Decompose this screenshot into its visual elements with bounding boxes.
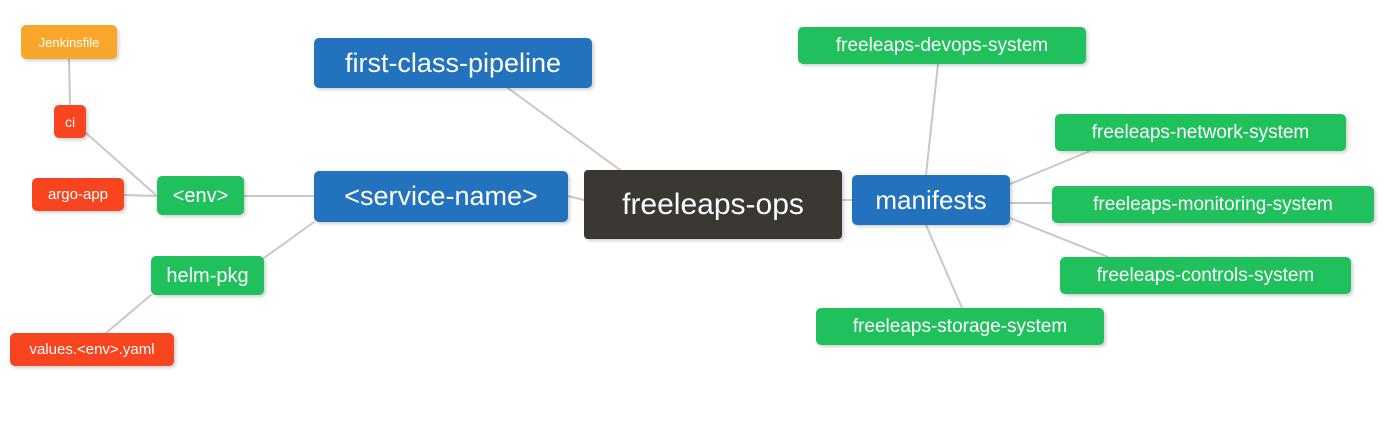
node-label: freeleaps-controls-system xyxy=(1096,265,1315,286)
node-helm-pkg[interactable]: helm-pkg xyxy=(151,256,264,295)
node-label: freeleaps-devops-system xyxy=(835,35,1049,56)
node-label: argo-app xyxy=(47,186,109,203)
node-argo-app[interactable]: argo-app xyxy=(32,178,124,211)
edge-argo-app-to-env xyxy=(123,194,158,197)
node-freeleaps-storage-system[interactable]: freeleaps-storage-system xyxy=(816,308,1104,345)
edge-manifests-to-freeleaps-network-system xyxy=(1009,150,1091,185)
node-freeleaps-monitoring-system[interactable]: freeleaps-monitoring-system xyxy=(1052,186,1374,223)
node-label: Jenkinsfile xyxy=(38,34,100,50)
edge-service-name-to-freeleaps-ops xyxy=(567,195,585,201)
node-env[interactable]: <env> xyxy=(157,176,244,215)
node-label: helm-pkg xyxy=(166,264,249,287)
node-service-name[interactable]: <service-name> xyxy=(314,171,568,222)
edge-first-class-pipeline-to-freeleaps-ops xyxy=(507,87,621,171)
node-label: first-class-pipeline xyxy=(344,47,562,78)
node-label: freeleaps-ops xyxy=(622,187,804,221)
node-label: <env> xyxy=(172,184,229,207)
node-label: values.<env>.yaml xyxy=(29,341,155,358)
edge-manifests-to-freeleaps-storage-system xyxy=(925,224,963,309)
node-values-yaml[interactable]: values.<env>.yaml xyxy=(10,333,174,366)
edge-freeleaps-devops-system-to-manifests xyxy=(925,63,939,176)
node-label: freeleaps-network-system xyxy=(1091,122,1310,143)
node-freeleaps-devops-system[interactable]: freeleaps-devops-system xyxy=(798,27,1086,64)
node-label: <service-name> xyxy=(344,181,538,211)
edge-manifests-to-freeleaps-controls-system xyxy=(1009,217,1109,258)
edge-jenkinsfile-to-ci xyxy=(68,58,71,106)
node-manifests[interactable]: manifests xyxy=(852,175,1010,225)
node-label: freeleaps-monitoring-system xyxy=(1093,194,1333,215)
node-freeleaps-ops[interactable]: freeleaps-ops xyxy=(584,170,842,239)
node-ci[interactable]: ci xyxy=(54,105,86,138)
edge-service-name-to-helm-pkg xyxy=(263,221,315,259)
node-label: ci xyxy=(64,113,76,130)
node-label: manifests xyxy=(875,185,987,215)
node-first-class-pipeline[interactable]: first-class-pipeline xyxy=(314,38,592,88)
node-jenkinsfile[interactable]: Jenkinsfile xyxy=(21,25,117,59)
node-freeleaps-controls-system[interactable]: freeleaps-controls-system xyxy=(1060,257,1351,294)
node-freeleaps-network-system[interactable]: freeleaps-network-system xyxy=(1055,114,1346,151)
edge-helm-pkg-to-values-yaml xyxy=(105,294,152,334)
node-label: freeleaps-storage-system xyxy=(852,316,1068,337)
